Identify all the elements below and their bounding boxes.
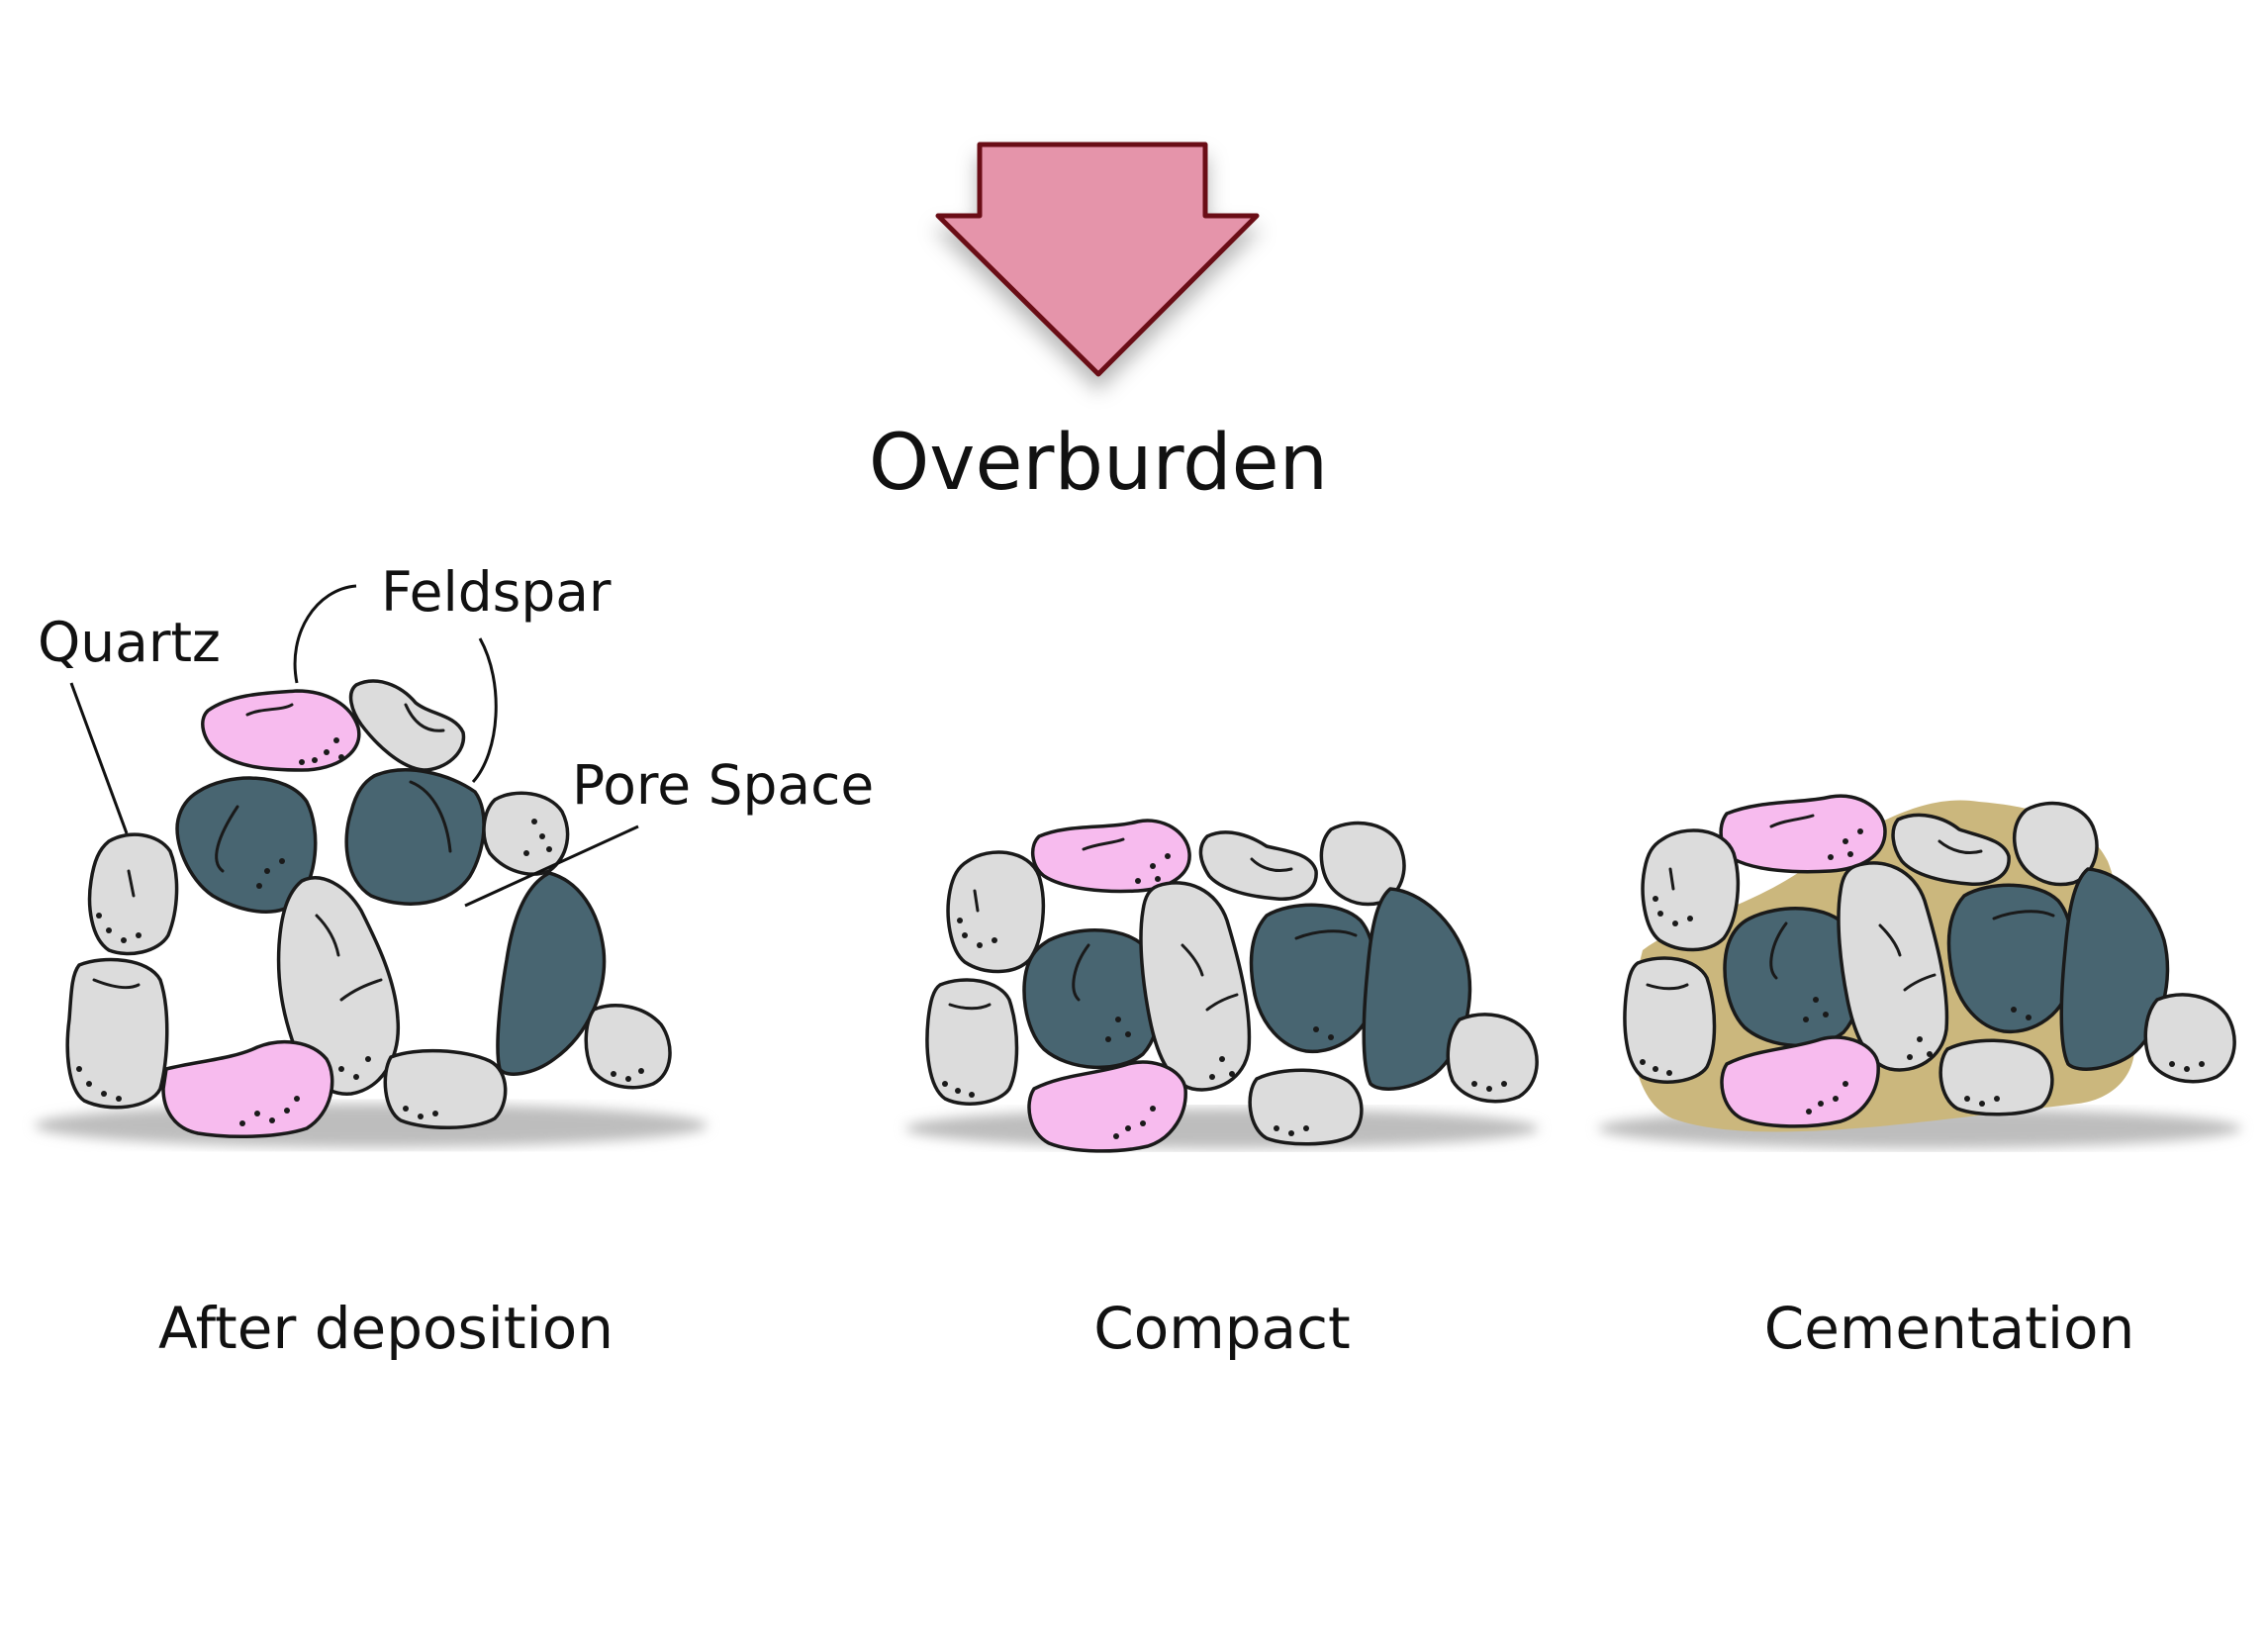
grain-crack [215,805,239,873]
title-label: Overburden [869,419,1328,508]
quartz-grain [65,957,169,1110]
grain-crack [1082,837,1125,851]
dark-grain [344,768,486,906]
grain-speckles [76,737,644,1126]
quartz-grain [1446,1013,1539,1104]
grain-crack [315,914,340,957]
feldspar-leader-line [471,637,498,784]
ground-shadow [35,1104,708,1147]
quartz-grain [1837,861,1949,1072]
grain-crack [127,869,136,898]
feldspar-grain [1027,1060,1187,1153]
grain-crack [1769,814,1815,828]
feldspar-grain [1031,819,1191,894]
grain-crack [92,978,141,990]
stage-caption: Cementation [1764,1295,2135,1362]
quartz-grain [276,876,401,1096]
grain-crack [1769,921,1788,980]
overburden-arrow-icon [935,142,1260,377]
grain-crack [409,780,452,853]
quartz-grain [2143,993,2236,1084]
quartz-grain [482,791,570,876]
dark-grain [2059,867,2170,1071]
grain-crack [1181,943,1204,977]
grain-crack [1205,993,1239,1012]
feldspar-grain [161,1039,334,1138]
grain-crack [1878,923,1902,957]
quartz-grain [925,978,1019,1106]
feldspar-grain [201,689,361,772]
dark-grain [1249,903,1377,1054]
dark-grain [1362,887,1472,1091]
feldspar-grain [1720,1035,1880,1128]
feldspar-leader-line [293,584,357,684]
quartz-grain [1139,881,1252,1092]
grain-speckles [1640,828,2205,1115]
quartz-grain [1248,1068,1364,1146]
grain-crack [948,1003,992,1011]
grain-crack [1992,910,2055,921]
quartz-label: Quartz [38,611,221,674]
grain-crack [973,889,980,913]
quartz-grain [584,1004,672,1090]
dark-grain [175,776,318,914]
quartz-grain [1938,1038,2054,1116]
grain-crack [339,978,383,1002]
grain-crack [245,703,294,717]
grain-speckles [942,853,1507,1139]
ground-shadow [905,1109,1539,1148]
quartz-grain [348,679,466,772]
dark-grain [496,871,607,1076]
dark-grain [1946,883,2075,1034]
grain-crack [1250,857,1293,873]
quartz-grain [946,850,1046,974]
grain-crack [1072,943,1090,1002]
grain-crack [1646,983,1689,991]
stage-caption: After deposition [158,1295,614,1362]
grain-crack [1937,839,1983,855]
quartz-grain [1641,828,1741,952]
pore-space-leader-line [464,824,639,908]
stage-cementation: Cementation [1598,794,2241,1362]
grain-crack [404,703,445,732]
quartz-grain [383,1048,508,1130]
stage-compact: Compact [905,819,1539,1362]
stage-caption: Compact [1093,1295,1350,1362]
stage-after-deposition: Quartz Feldspar Pore Space After deposit… [35,560,874,1362]
quartz-leader-line [69,682,129,834]
pore-space-label: Pore Space [572,753,874,817]
quartz-grain [1623,956,1717,1084]
quartz-grain [2013,801,2099,887]
grain-crack [1294,929,1358,940]
grain-crack [1903,973,1937,992]
grain-crack [1668,867,1675,891]
feldspar-label: Feldspar [381,560,612,624]
